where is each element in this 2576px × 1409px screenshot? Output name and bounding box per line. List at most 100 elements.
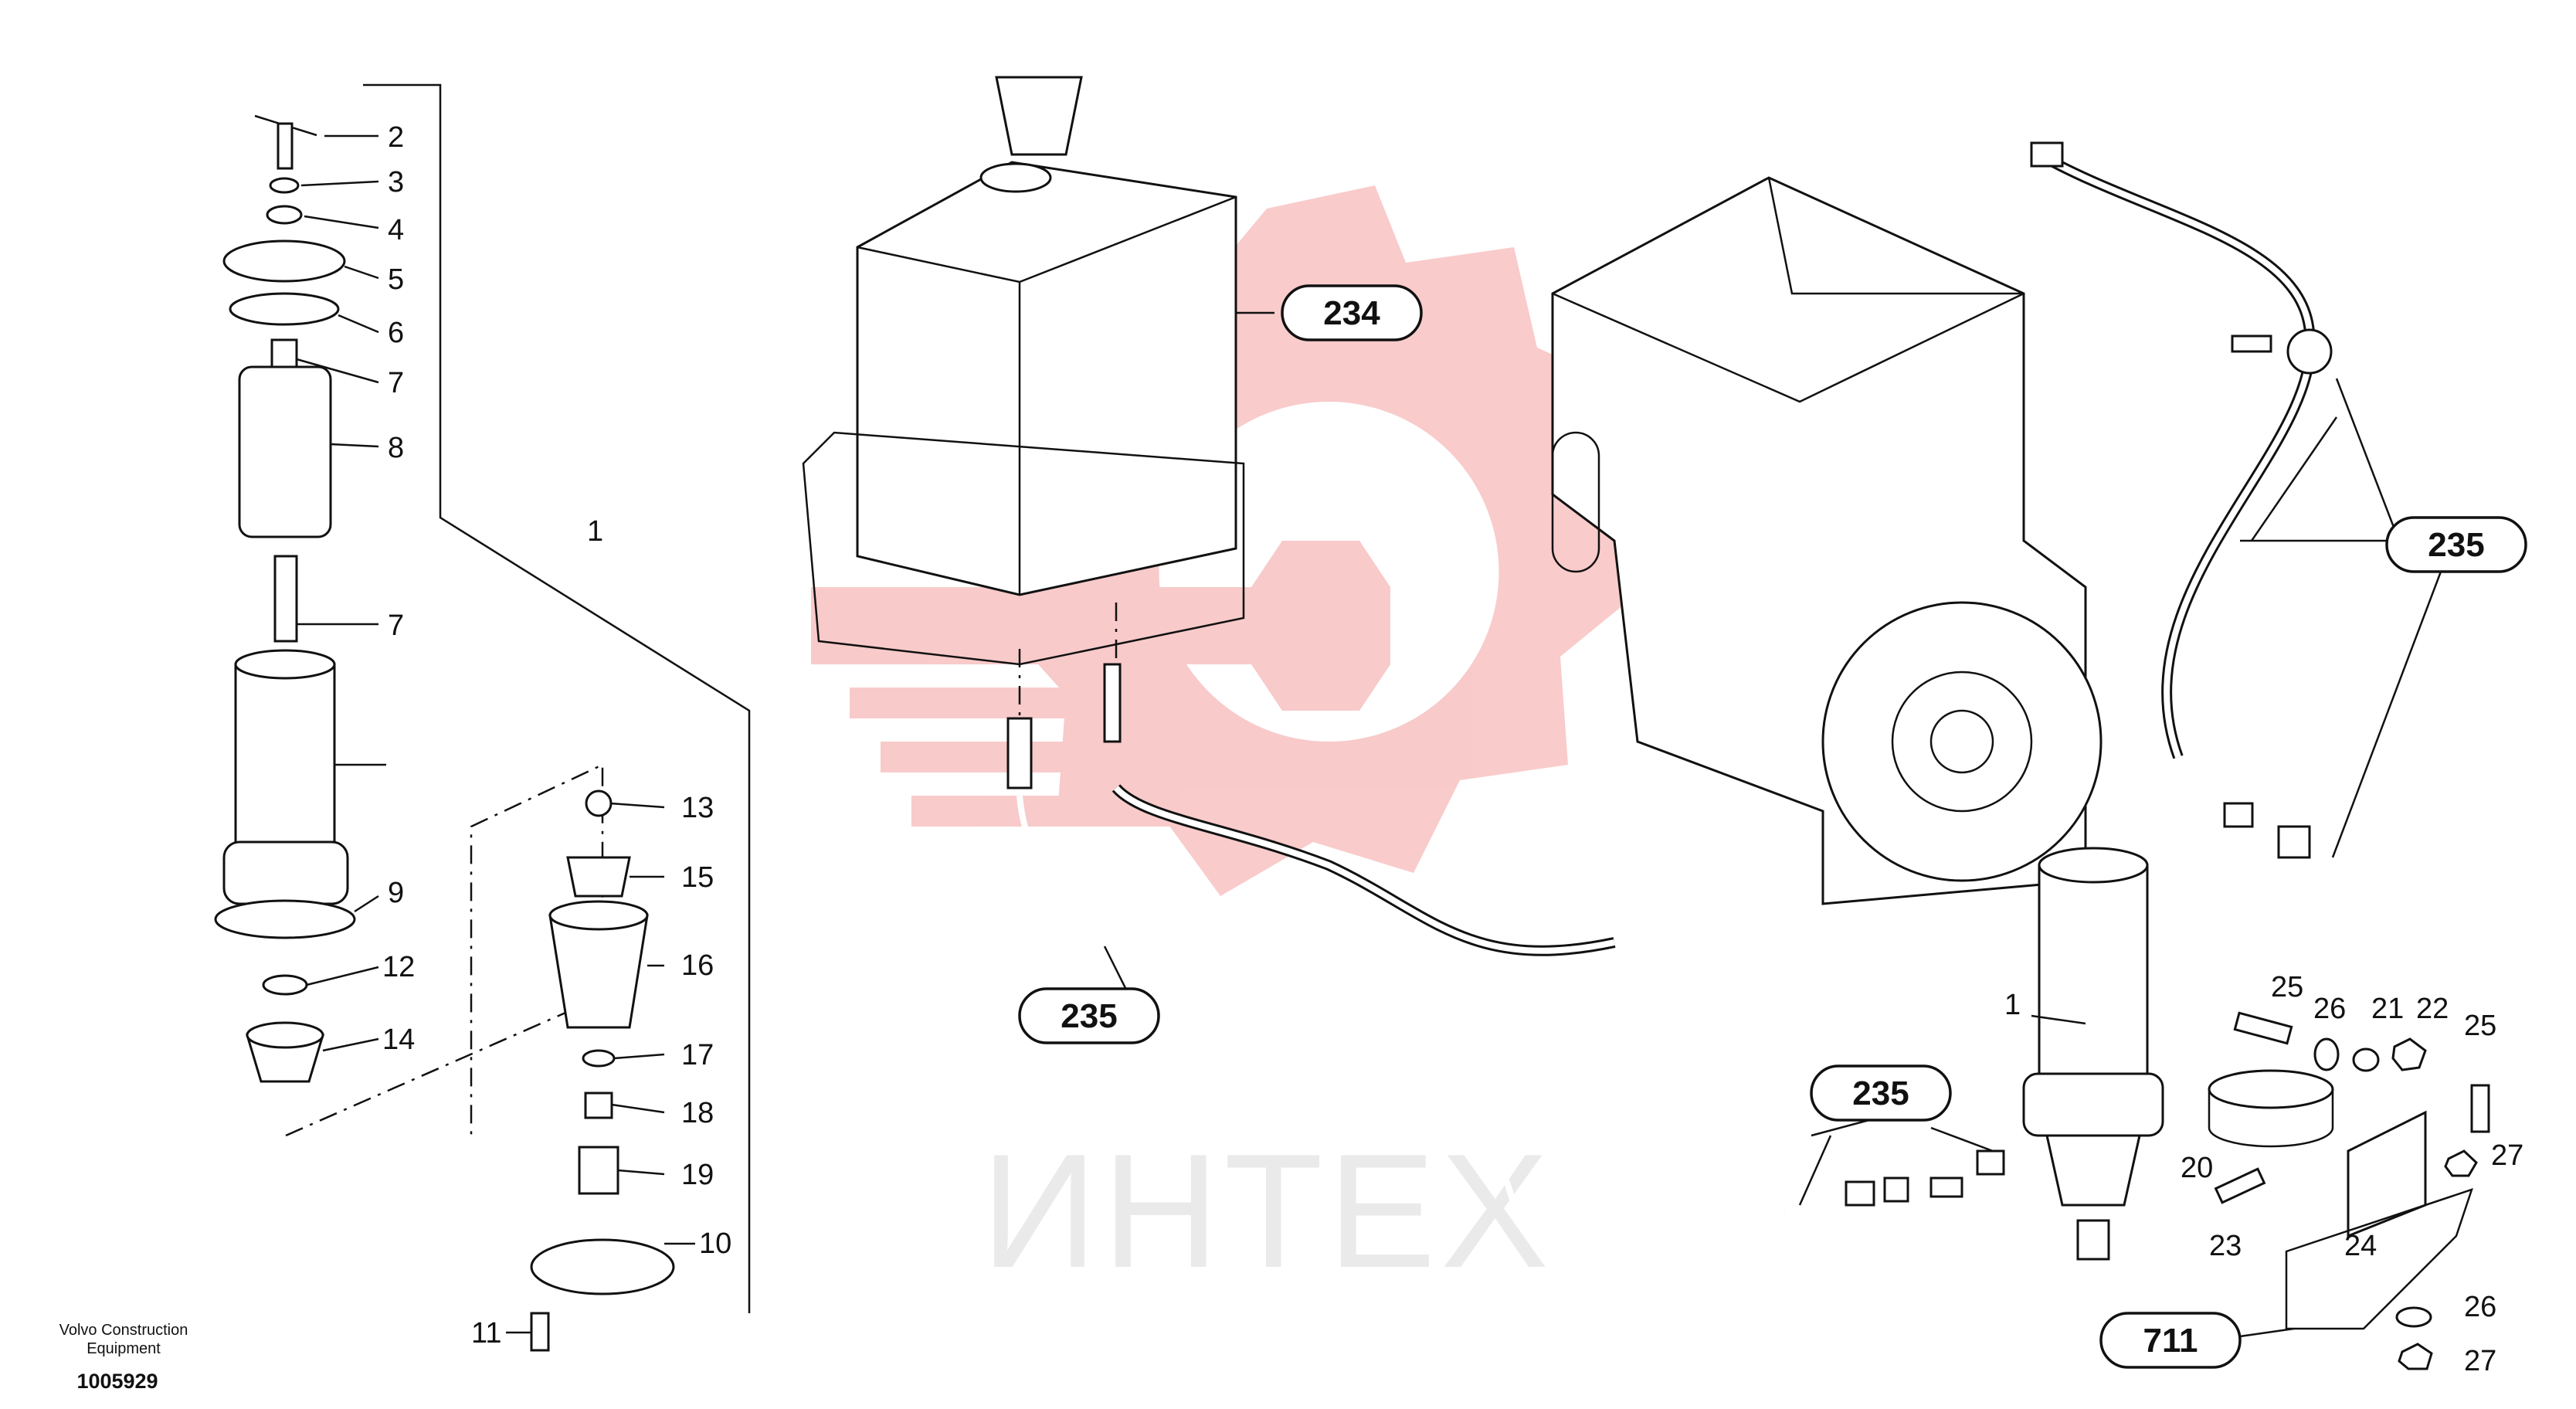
frame-711 <box>2285 1188 2473 1330</box>
part-label: 27 <box>2464 1345 2496 1377</box>
sediment-bowl-stack <box>530 789 675 1352</box>
washer-26b <box>2395 1306 2432 1328</box>
fitting-a <box>1845 1180 1875 1207</box>
filter-head-right <box>2022 1072 2164 1137</box>
part-label: 11 <box>471 1317 501 1350</box>
hose-clip <box>2286 328 2333 375</box>
tube-7-bottom <box>273 555 298 643</box>
watermark-stripe <box>850 688 1143 718</box>
part-label: 24 <box>2344 1230 2377 1262</box>
callout-label: 711 <box>2143 1322 2198 1360</box>
washer-26 <box>2313 1037 2340 1071</box>
oring-12 <box>262 974 308 996</box>
callout-235-left: 235 <box>1018 987 1160 1044</box>
bolt-25b <box>2470 1084 2490 1133</box>
ball-13 <box>585 789 613 817</box>
flywheel <box>1821 601 2103 882</box>
clamp-20 <box>2208 1069 2334 1109</box>
tank-base <box>802 431 1245 666</box>
filter-housing-right <box>2038 864 2149 1083</box>
bowl-16 <box>548 914 649 1029</box>
flywheel-hub <box>1891 671 2033 813</box>
flywheel-center <box>1929 709 1994 774</box>
callout-label: 235 <box>1061 997 1117 1035</box>
part-label: 16 <box>681 949 714 982</box>
head-9 <box>222 840 349 905</box>
credit-line-2: Equipment <box>87 1340 161 1357</box>
fuel-tank <box>802 76 1245 789</box>
group-bracket-1 <box>363 83 751 1313</box>
watermark-logo: ИНТЕХ <box>811 185 1645 1302</box>
washer-3 <box>269 177 300 194</box>
drain-valve-right <box>2076 1219 2110 1261</box>
engine <box>1551 176 2103 905</box>
hose-supply-inner <box>1016 795 1785 1238</box>
engine-top-edge <box>1767 177 2024 295</box>
part-label: 27 <box>2491 1139 2523 1172</box>
credit-line-1: Volvo Construction <box>59 1322 188 1339</box>
part-label: 12 <box>382 951 415 983</box>
part-label: 7 <box>388 367 404 399</box>
part-label: 9 <box>388 877 404 909</box>
engine-top-edge <box>1552 292 2024 403</box>
part-labels: 2 3 4 5 6 7 8 7 9 12 14 1 13 15 16 17 18… <box>382 121 2523 1377</box>
filter-exploded-left <box>214 114 356 1083</box>
bolt-2 <box>277 122 294 170</box>
gasket-6 <box>229 292 340 326</box>
part-label: 4 <box>388 214 404 246</box>
part-label: 17 <box>681 1039 714 1071</box>
pulley <box>1551 431 1600 573</box>
part-label: 20 <box>2181 1152 2213 1184</box>
filler-neck <box>995 76 1083 156</box>
part-label: 22 <box>2416 993 2449 1025</box>
housing-top <box>234 649 336 680</box>
filter-installed-right <box>1845 141 2490 1370</box>
elbow-fitting <box>2277 825 2311 859</box>
bolt-23 <box>2214 1167 2266 1204</box>
head-15 <box>566 856 631 898</box>
part-label: 7 <box>388 609 404 642</box>
nut-22 <box>2391 1037 2427 1071</box>
part-label: 2 <box>388 121 404 154</box>
callout-label: 235 <box>1852 1075 1909 1112</box>
tank-fitting-right <box>1103 663 1122 743</box>
part-label: 5 <box>388 263 404 296</box>
screw-11 <box>530 1312 550 1352</box>
valve-19 <box>578 1146 619 1195</box>
nut-27b <box>2398 1343 2433 1370</box>
part-label: 19 <box>681 1159 714 1191</box>
callout-pill <box>1810 1064 1952 1122</box>
tank-body <box>856 161 1237 596</box>
part-label: 6 <box>388 317 404 349</box>
watermark-gear-icon <box>996 185 1645 896</box>
washer-21 <box>2352 1047 2380 1072</box>
part-label: 23 <box>2209 1230 2242 1262</box>
filler-cap <box>979 162 1052 193</box>
bolt-25 <box>2233 1011 2293 1045</box>
callout-pill <box>2385 516 2527 573</box>
leader-lines <box>296 134 2442 1338</box>
hose-clamp-top <box>2030 141 2064 168</box>
fitting-d <box>1976 1149 2005 1176</box>
group-bracket-dash <box>285 763 604 1137</box>
tank-fitting-left <box>1006 717 1033 789</box>
callout-label: 234 <box>1323 294 1380 332</box>
callout-235-right: 235 <box>2385 516 2527 573</box>
part-label: 25 <box>2464 1010 2496 1042</box>
filter-cap-right <box>2038 847 2149 884</box>
housing <box>234 663 336 851</box>
part-label: 15 <box>681 861 714 894</box>
part-label: 14 <box>382 1024 415 1056</box>
fitting-e <box>2223 802 2254 828</box>
ring-10 <box>530 1238 675 1295</box>
nut-27 <box>2444 1149 2478 1177</box>
callout-235-middle: 235 <box>1810 1064 1952 1122</box>
bowl-16-rim <box>548 900 649 931</box>
part-label: 3 <box>388 166 404 199</box>
seal-17 <box>582 1049 616 1068</box>
cover-5 <box>222 239 346 283</box>
credit-block: Volvo Construction Equipment 1005929 <box>59 1322 188 1393</box>
part-label: 26 <box>2313 993 2346 1025</box>
part-label: 26 <box>2464 1291 2496 1323</box>
